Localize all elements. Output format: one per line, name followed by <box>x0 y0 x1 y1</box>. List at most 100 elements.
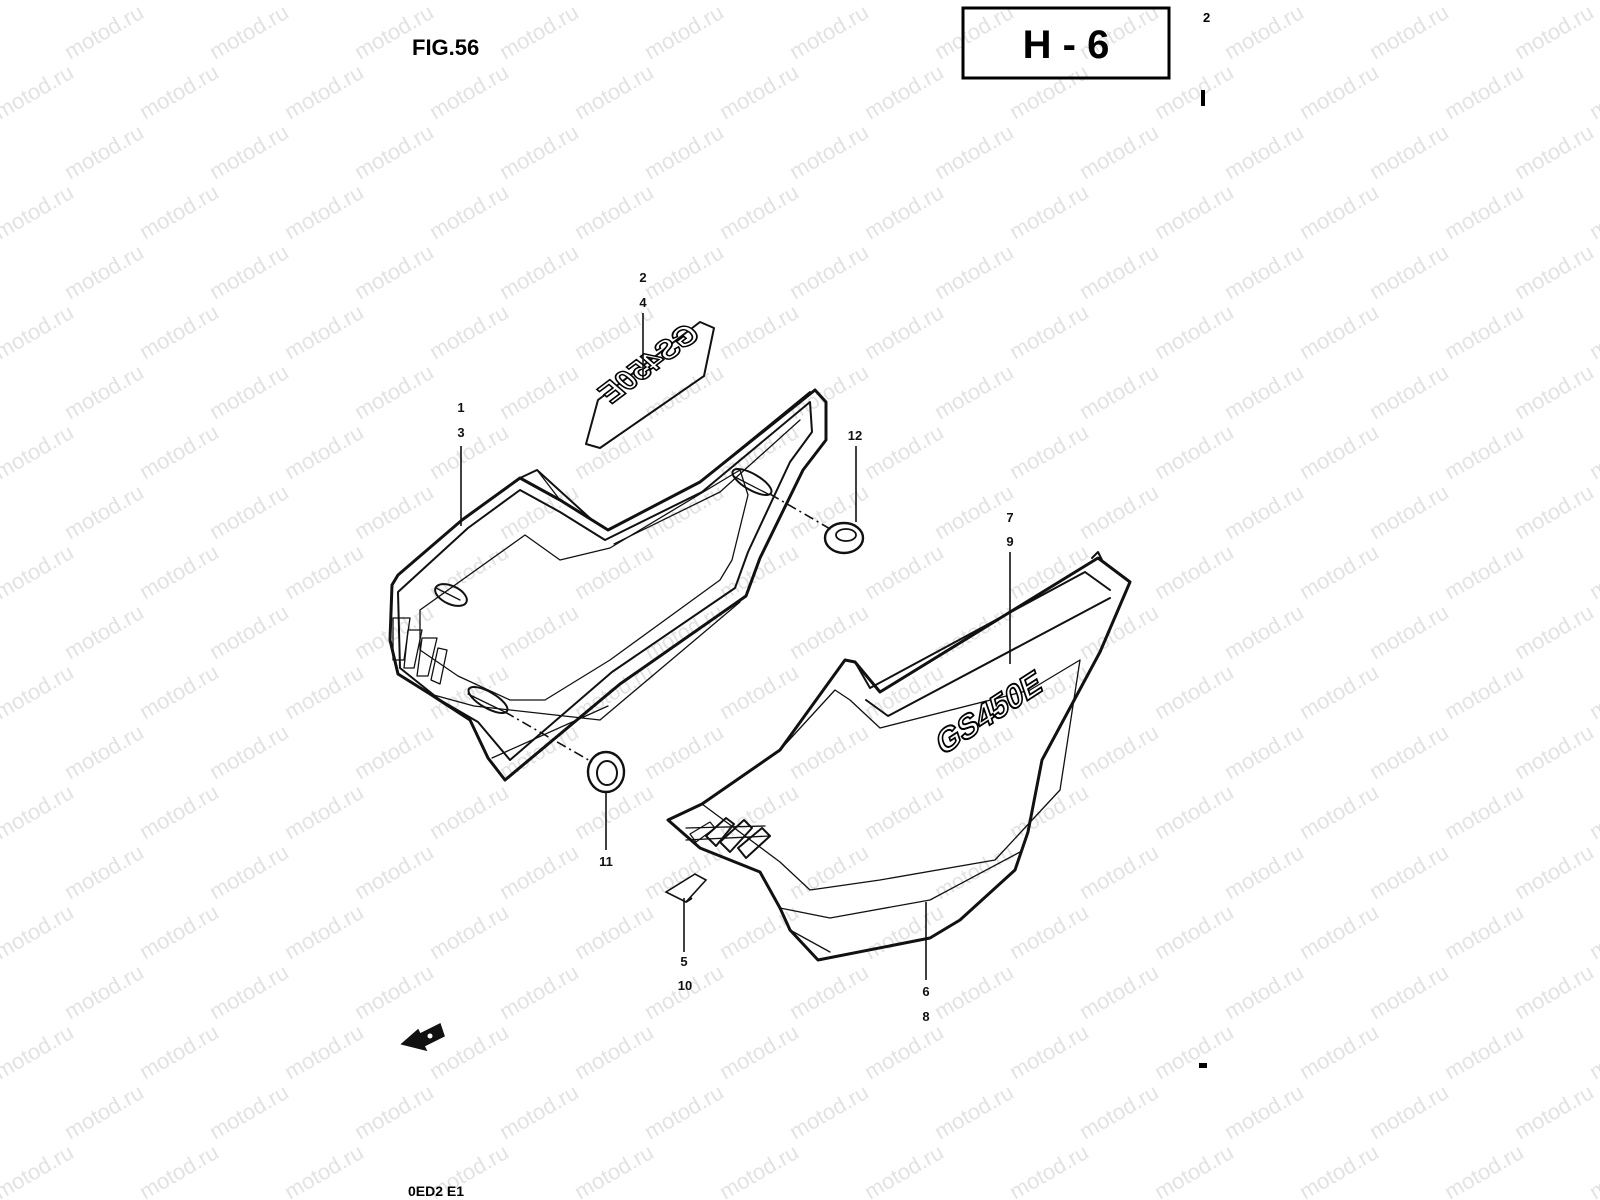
callout-numbers: 1 3 2 4 12 7 9 11 5 10 6 8 <box>457 270 1013 1024</box>
callout-7: 7 <box>1006 510 1013 525</box>
watermark-text: motod.ru <box>715 659 803 724</box>
watermark-text: motod.ru <box>1005 59 1093 124</box>
watermark-text: motod.ru <box>205 959 293 1024</box>
watermark-text: motod.ru <box>1075 839 1163 904</box>
watermark-text: motod.ru <box>205 839 293 904</box>
watermark-text: motod.ru <box>350 719 438 784</box>
watermark-text: motod.ru <box>1440 1139 1528 1200</box>
left-frame-cover <box>388 388 828 782</box>
watermark-text: motod.ru <box>495 599 583 664</box>
watermark-text: motod.ru <box>1220 719 1308 784</box>
watermark-text: motod.ru <box>1150 419 1238 484</box>
watermark-text: motod.ru <box>495 119 583 184</box>
watermark-text: motod.ru <box>1005 539 1093 604</box>
section-code-box <box>961 6 1171 80</box>
watermark-text: motod.ru <box>1585 1139 1600 1200</box>
watermark-text: motod.ru <box>860 1139 948 1200</box>
grommet-11 <box>586 750 626 794</box>
callout-2: 2 <box>639 270 646 285</box>
watermark-text: motod.ru <box>860 419 948 484</box>
watermark-text: motod.ru <box>1220 119 1308 184</box>
watermark-text: motod.ru <box>715 59 803 124</box>
watermark-text: motod.ru <box>860 59 948 124</box>
callout-1: 1 <box>457 400 464 415</box>
figure-label: FIG.56 <box>412 35 479 60</box>
watermark-text: motod.ru <box>1440 299 1528 364</box>
watermark-text: motod.ru <box>1005 0 1093 4</box>
watermark-text: motod.ru <box>280 659 368 724</box>
watermark-text: motod.ru <box>570 59 658 124</box>
watermark-text: motod.ru <box>860 1019 948 1084</box>
watermark-text: motod.ru <box>1365 0 1453 64</box>
watermark-text: motod.ru <box>1295 419 1383 484</box>
watermark-text: motod.ru <box>1440 179 1528 244</box>
watermark-text: motod.ru <box>60 1079 148 1144</box>
watermark-text: motod.ru <box>1510 719 1598 784</box>
watermark-text: motod.ru <box>640 119 728 184</box>
watermark-text: motod.ru <box>135 539 223 604</box>
watermark-text: motod.ru <box>425 0 513 4</box>
watermark-text: motod.ru <box>1150 1139 1238 1200</box>
watermark-text: motod.ru <box>785 1079 873 1144</box>
watermark-text: motod.ru <box>0 299 78 364</box>
watermark-text: motod.ru <box>1220 959 1308 1024</box>
watermark-text: motod.ru <box>0 179 78 244</box>
watermark-text: motod.ru <box>425 899 513 964</box>
callout-11: 11 <box>599 854 613 869</box>
watermark-text: motod.ru <box>425 539 513 604</box>
watermark-text: motod.ru <box>350 239 438 304</box>
watermark-text: motod.ru <box>1440 59 1528 124</box>
watermark-text: motod.ru <box>1005 899 1093 964</box>
watermark-text: motod.ru <box>1365 119 1453 184</box>
watermark-text: motod.ru <box>1150 659 1238 724</box>
watermark-text: motod.ru <box>785 719 873 784</box>
watermark-text: motod.ru <box>785 0 873 64</box>
watermark-text: motod.ru <box>0 539 78 604</box>
grommet-12 <box>823 521 865 555</box>
watermark-text: motod.ru <box>1220 239 1308 304</box>
watermark-text: motod.ru <box>1365 239 1453 304</box>
watermark-text: motod.ru <box>135 179 223 244</box>
watermark-text: motod.ru <box>1365 479 1453 544</box>
watermark-text: motod.ru <box>930 959 1018 1024</box>
watermark-text: motod.ru <box>495 0 583 64</box>
watermark-text: motod.ru <box>60 839 148 904</box>
watermark-text: motod.ru <box>640 239 728 304</box>
watermark-text: motod.ru <box>135 0 223 4</box>
watermark-text: motod.ru <box>860 179 948 244</box>
watermark-text: motod.ru <box>1295 779 1383 844</box>
watermark-text: motod.ru <box>0 1139 78 1200</box>
watermark-text: motod.ru <box>205 1079 293 1144</box>
watermark-text: motod.ru <box>1005 299 1093 364</box>
watermark-text: motod.ru <box>785 599 873 664</box>
watermark-text: motod.ru <box>1075 1079 1163 1144</box>
watermark-text: motod.ru <box>1365 359 1453 424</box>
watermark-text: motod.ru <box>1510 599 1598 664</box>
assembly-line-12 <box>769 493 833 531</box>
watermark-text: motod.ru <box>0 479 3 544</box>
watermark-text: motod.ru <box>280 299 368 364</box>
watermark-text: motod.ru <box>1295 179 1383 244</box>
edge-tick-bottom <box>1199 1063 1207 1068</box>
watermark-text: motod.ru <box>1295 539 1383 604</box>
watermark-text: motod.ru <box>0 719 3 784</box>
watermark-text: motod.ru <box>1295 659 1383 724</box>
watermark-text: motod.ru <box>0 659 78 724</box>
watermark-text: motod.ru <box>350 959 438 1024</box>
watermark-text: motod.ru <box>60 479 148 544</box>
watermark-text: motod.ru <box>1365 839 1453 904</box>
watermark-text: motod.ru <box>0 839 3 904</box>
watermark-text: motod.ru <box>1220 0 1308 64</box>
watermark-text: motod.ru <box>350 119 438 184</box>
watermark-text: motod.ru <box>280 0 368 4</box>
watermark-text: motod.ru <box>60 239 148 304</box>
watermark-text: motod.ru <box>350 479 438 544</box>
watermark-text: motod.ru <box>135 779 223 844</box>
watermark-text: motod.ru <box>135 659 223 724</box>
watermark-text: motod.ru <box>280 179 368 244</box>
watermark-text: motod.ru <box>715 0 803 4</box>
watermark-text: motod.ru <box>0 59 78 124</box>
watermark-text: motod.ru <box>1585 59 1600 124</box>
watermark-text: motod.ru <box>1075 719 1163 784</box>
watermark-text: motod.ru <box>0 959 3 1024</box>
